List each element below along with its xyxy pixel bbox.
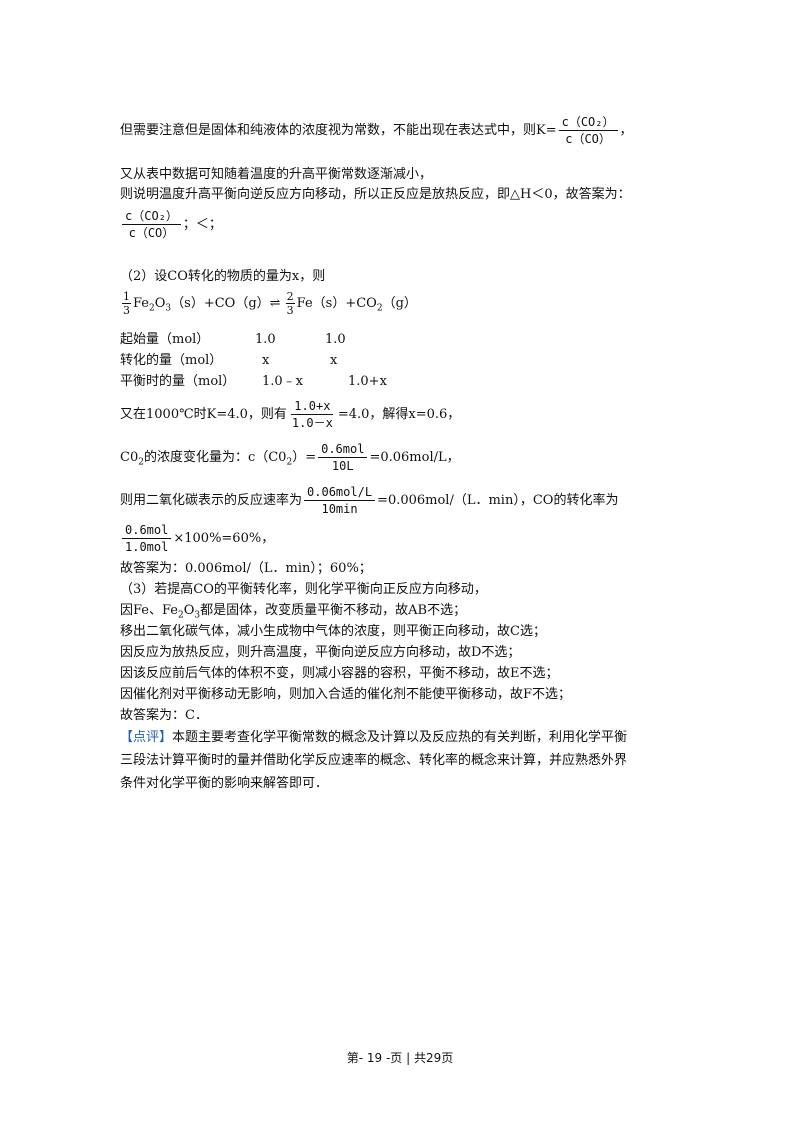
table-row: 平衡时的量（mol） 1.0﹣x 1.0+x (120, 373, 387, 391)
row-label: 平衡时的量（mol） (120, 374, 236, 389)
text: =4.0，解得x=0.6， (337, 407, 461, 422)
text: Fe（s）+CO (296, 296, 377, 311)
comment-line: 条件对化学平衡的影响来解答即可． (120, 776, 329, 791)
fraction: c（CO₂）c（CO） (558, 114, 618, 147)
page-footer: 第- 19 -页 | 共29页 (346, 1051, 454, 1065)
text: （s）+CO（g） (171, 296, 270, 311)
text: ×100%=60%， (173, 531, 275, 546)
line-text: 因该反应前后气体的体积不变，则减小容器的容积，平衡不移动，故E不选； (120, 666, 559, 681)
text: ；＜； (182, 217, 222, 232)
line-text: （2）设CO转化的物质的量为x，则 (120, 269, 326, 284)
denominator: c（CO） (128, 226, 175, 240)
subscript: 2 (138, 457, 144, 468)
line-text: 因反应为放热反应，则升高温度，平衡向逆反应方向移动，故D不选； (120, 645, 521, 660)
subscript: 3 (194, 610, 201, 621)
text: ）= (292, 450, 317, 465)
numerator: 0.06mol/L (304, 484, 376, 501)
denominator: c（CO） (565, 132, 611, 146)
numerator: 1 (122, 290, 131, 304)
subscript: 2 (376, 303, 383, 314)
table-row: 转化的量（mol） x x (120, 352, 337, 370)
line-text: 则说明温度升高平衡向逆反应方向移动，所以正反应是放热反应，即△H＜0，故答案为： (120, 187, 631, 202)
text: =0.06mol/L， (369, 450, 460, 465)
denominator: 1.0mol (125, 540, 169, 554)
numerator: 0.6mol (122, 522, 172, 539)
text: O (183, 603, 195, 618)
cell: x (330, 353, 338, 368)
denominator: 3 (123, 304, 130, 317)
text: 则用二氧化碳表示的反应速率为 (120, 493, 303, 508)
fraction: c（CO₂）c（CO） (122, 208, 181, 241)
cell: 1.0 (325, 332, 346, 347)
text: 本题主要考查化学平衡常数的概念及计算以及反应热的有关判断，利用化学平衡 (172, 730, 628, 745)
numerator: 2 (285, 290, 295, 304)
line-text: 因催化剂对平衡移动无影响，则加入合适的催化剂不能使平衡移动，故F不选； (120, 687, 572, 702)
numerator: 0.6mol (318, 441, 368, 458)
text: 又在1000℃时K=4.0，则有 (120, 407, 287, 422)
line-text: 故答案为：C． (120, 708, 208, 723)
text: C0 (120, 450, 139, 465)
line-text: 又从表中数据可知随着温度的升高平衡常数逐渐减小， (120, 167, 433, 182)
denominator: 10L (331, 459, 354, 473)
numerator: c（CO₂） (122, 208, 181, 225)
text: 但需要注意但是固体和纯液体的浓度视为常数，不能出现在表达式中，则K= (120, 123, 557, 138)
comment-tag: 【点评】 (120, 730, 173, 745)
subscript: 2 (178, 610, 184, 621)
comment-line: 【点评】本题主要考查化学平衡常数的概念及计算以及反应热的有关判断，利用化学平衡 (120, 729, 627, 747)
subscript: 2 (149, 303, 155, 314)
denominator: 1.0－x (291, 416, 333, 430)
numerator: c（CO₂） (558, 114, 618, 131)
text: O (154, 296, 166, 311)
line-text: （3）若提高CO的平衡转化率，则化学平衡向正反应方向移动， (120, 582, 487, 597)
cell: 1.0﹣x (262, 374, 304, 389)
line-text: 故答案为：0.006mol/（L．min）；60%； (120, 561, 372, 576)
denominator: 10min (321, 502, 358, 516)
cell: 1.0 (255, 332, 276, 347)
equilibrium-arrow-icon: ⇌ (269, 296, 281, 311)
subscript: 2 (286, 457, 293, 468)
denominator: 3 (286, 304, 294, 317)
text: 的浓度变化量为：c（C0 (143, 450, 287, 465)
line-text: 因Fe、Fe2O3都是固体，改变质量平衡不移动，故AB不选； (120, 602, 466, 625)
cell: x (262, 353, 270, 368)
row-label: 起始量（mol） (120, 332, 210, 347)
text: =0.006mol/（L．min），CO的转化率为 (377, 493, 619, 508)
line-text: 移出二氧化碳气体，减小生成物中气体的浓度，则平衡正向移动，故C选； (120, 624, 546, 639)
text: 都是固体，改变质量平衡不移动，故AB不选； (200, 603, 467, 618)
subscript: 3 (165, 303, 172, 314)
text: Fe (133, 296, 150, 311)
text: ， (619, 123, 633, 138)
comment-line: 三段法计算平衡时的量并借助化学反应速率的概念、转化率的概念来计算，并应熟悉外界 (120, 753, 628, 768)
text: （g） (382, 296, 417, 311)
numerator: 1.0+x (291, 398, 334, 415)
line-answer-1: c（CO₂）c（CO）；＜； (120, 208, 222, 241)
text: 因Fe、Fe (120, 603, 179, 618)
line-k-expression: 但需要注意但是固体和纯液体的浓度视为常数，不能出现在表达式中，则K=c（CO₂）… (120, 114, 633, 147)
cell: 1.0+x (348, 374, 387, 389)
row-label: 转化的量（mol） (120, 353, 223, 368)
table-row: 起始量（mol） 1.0 1.0 (120, 331, 346, 349)
